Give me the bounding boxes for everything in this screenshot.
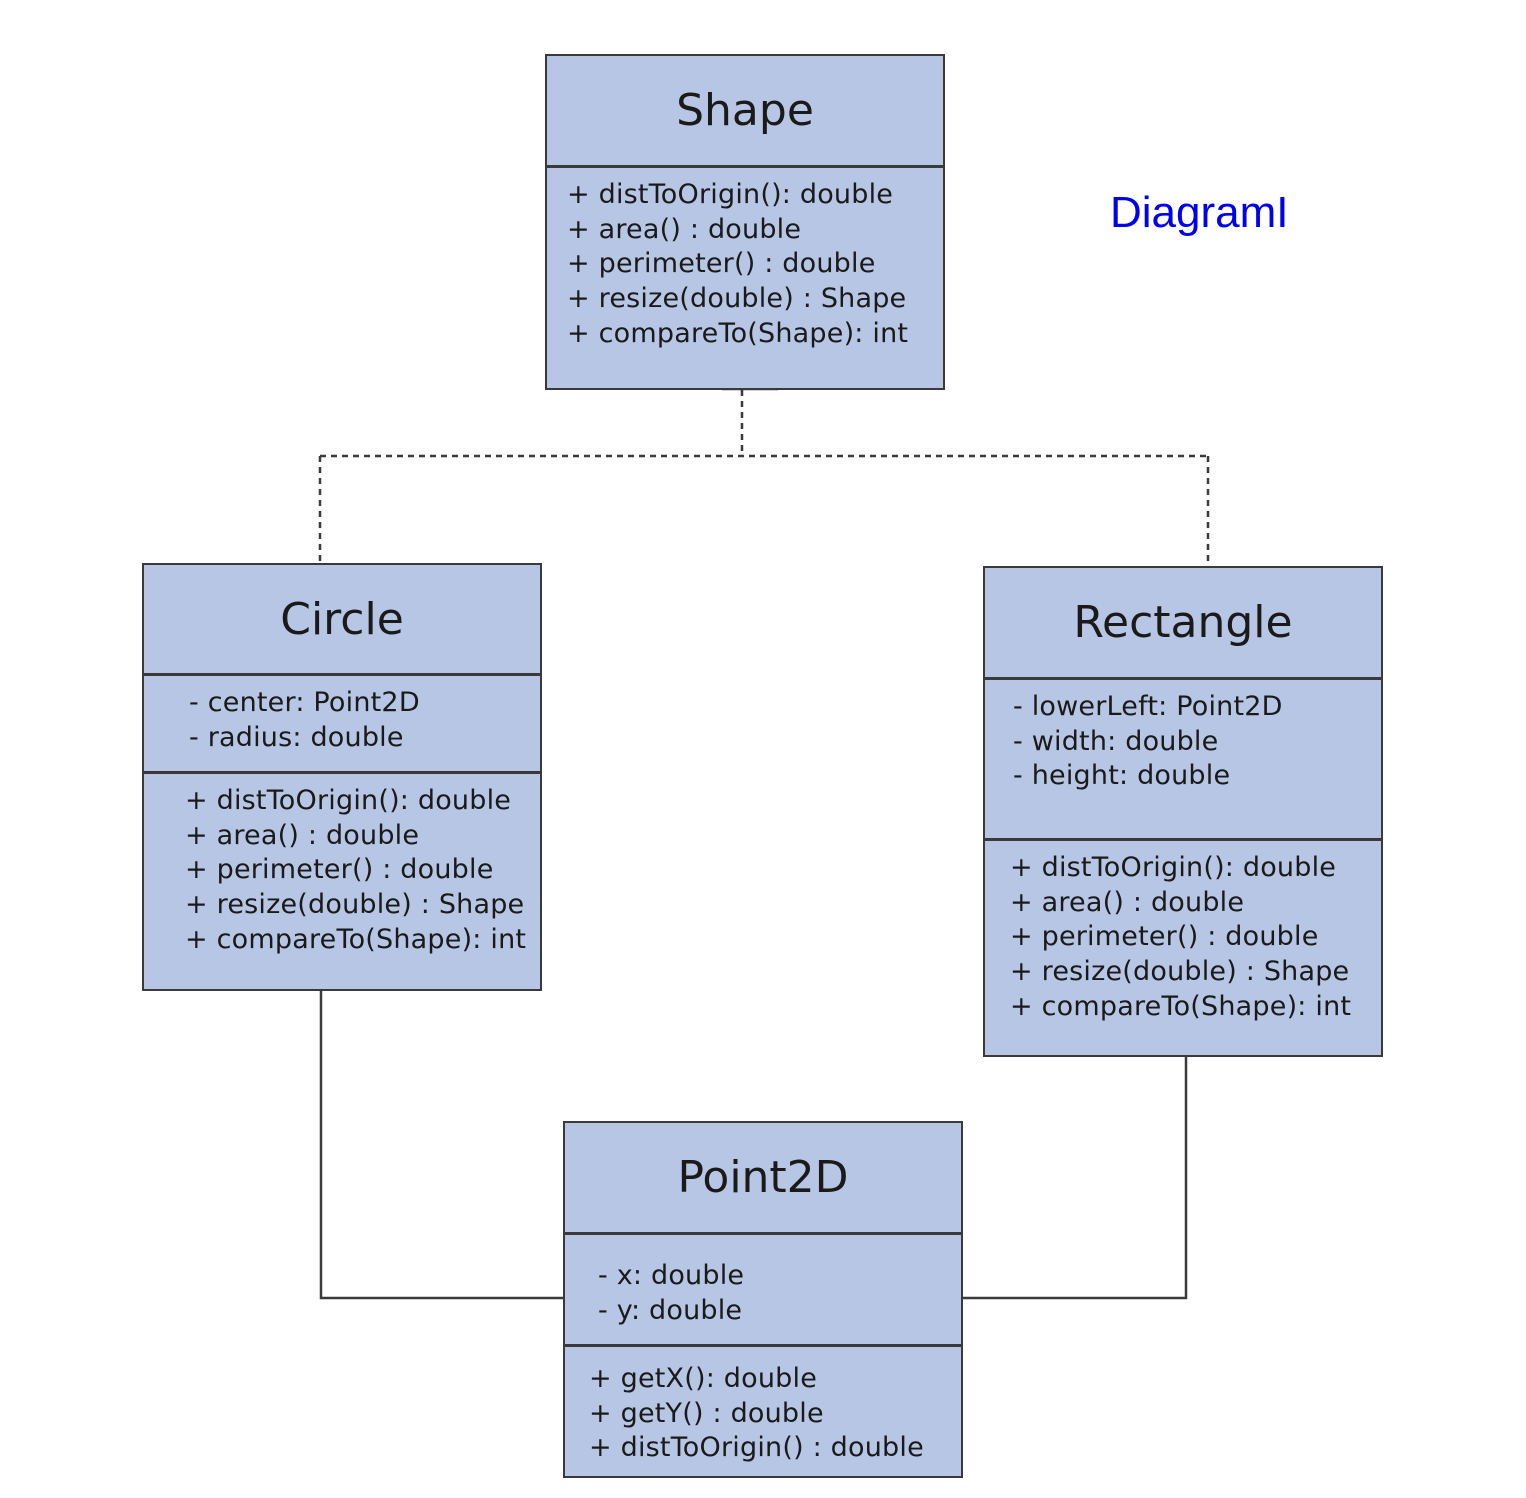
class-attributes: - center: Point2D - radius: double [144,676,540,774]
class-methods: + getX(): double + getY() : double + dis… [565,1347,961,1476]
class-methods: + distToOrigin(): double + area() : doub… [547,168,943,388]
method-line: + distToOrigin() : double [589,1432,924,1464]
class-shape: Shape + distToOrigin(): double + area() … [545,54,945,390]
class-name: Rectangle [985,568,1381,680]
method-line: + distToOrigin(): double [567,179,894,210]
attribute-line: - x: double [598,1260,745,1291]
realization-connector [318,390,1210,566]
class-name: Shape [547,56,943,168]
attribute-line: - height: double [1013,760,1231,792]
attribute-line: - lowerLeft: Point2D [1013,691,1283,722]
attribute-line: - width: double [1013,725,1219,757]
class-name: Point2D [565,1123,961,1235]
class-attributes: - lowerLeft: Point2D - width: double - h… [985,680,1381,841]
method-line: + compareTo(Shape): int [185,923,527,955]
class-methods: + distToOrigin(): double + area() : doub… [985,841,1381,1055]
attribute-line: - center: Point2D [189,687,420,718]
method-line: + distToOrigin(): double [185,785,512,816]
method-line: + resize(double) : Shape [1010,956,1350,988]
class-attributes: - x: double - y: double [565,1235,961,1347]
method-line: + area() : double [185,819,420,851]
method-line: + getX(): double [589,1363,818,1394]
attribute-line: - y: double [598,1294,743,1326]
class-point2d: Point2D - x: double - y: double + getX()… [563,1121,963,1478]
class-methods: + distToOrigin(): double + area() : doub… [144,774,540,989]
method-line: + getY() : double [589,1397,824,1429]
method-line: + area() : double [567,213,802,245]
class-name: Circle [144,565,540,676]
class-circle: Circle - center: Point2D - radius: doubl… [142,563,542,991]
method-line: + resize(double) : Shape [567,283,907,315]
diagram-label: DiagramI [1110,188,1289,237]
association-circle-point2d [319,990,563,1300]
method-line: + perimeter() : double [1010,921,1319,953]
method-line: + compareTo(Shape): int [567,317,909,349]
method-line: + resize(double) : Shape [185,889,525,921]
method-line: + perimeter() : double [185,854,494,886]
class-rectangle: Rectangle - lowerLeft: Point2D - width: … [983,566,1383,1057]
method-line: + perimeter() : double [567,248,876,280]
association-rectangle-point2d [962,1056,1188,1300]
method-line: + area() : double [1010,886,1245,918]
method-line: + distToOrigin(): double [1010,852,1337,883]
method-line: + compareTo(Shape): int [1010,990,1352,1022]
attribute-line: - radius: double [189,721,404,753]
